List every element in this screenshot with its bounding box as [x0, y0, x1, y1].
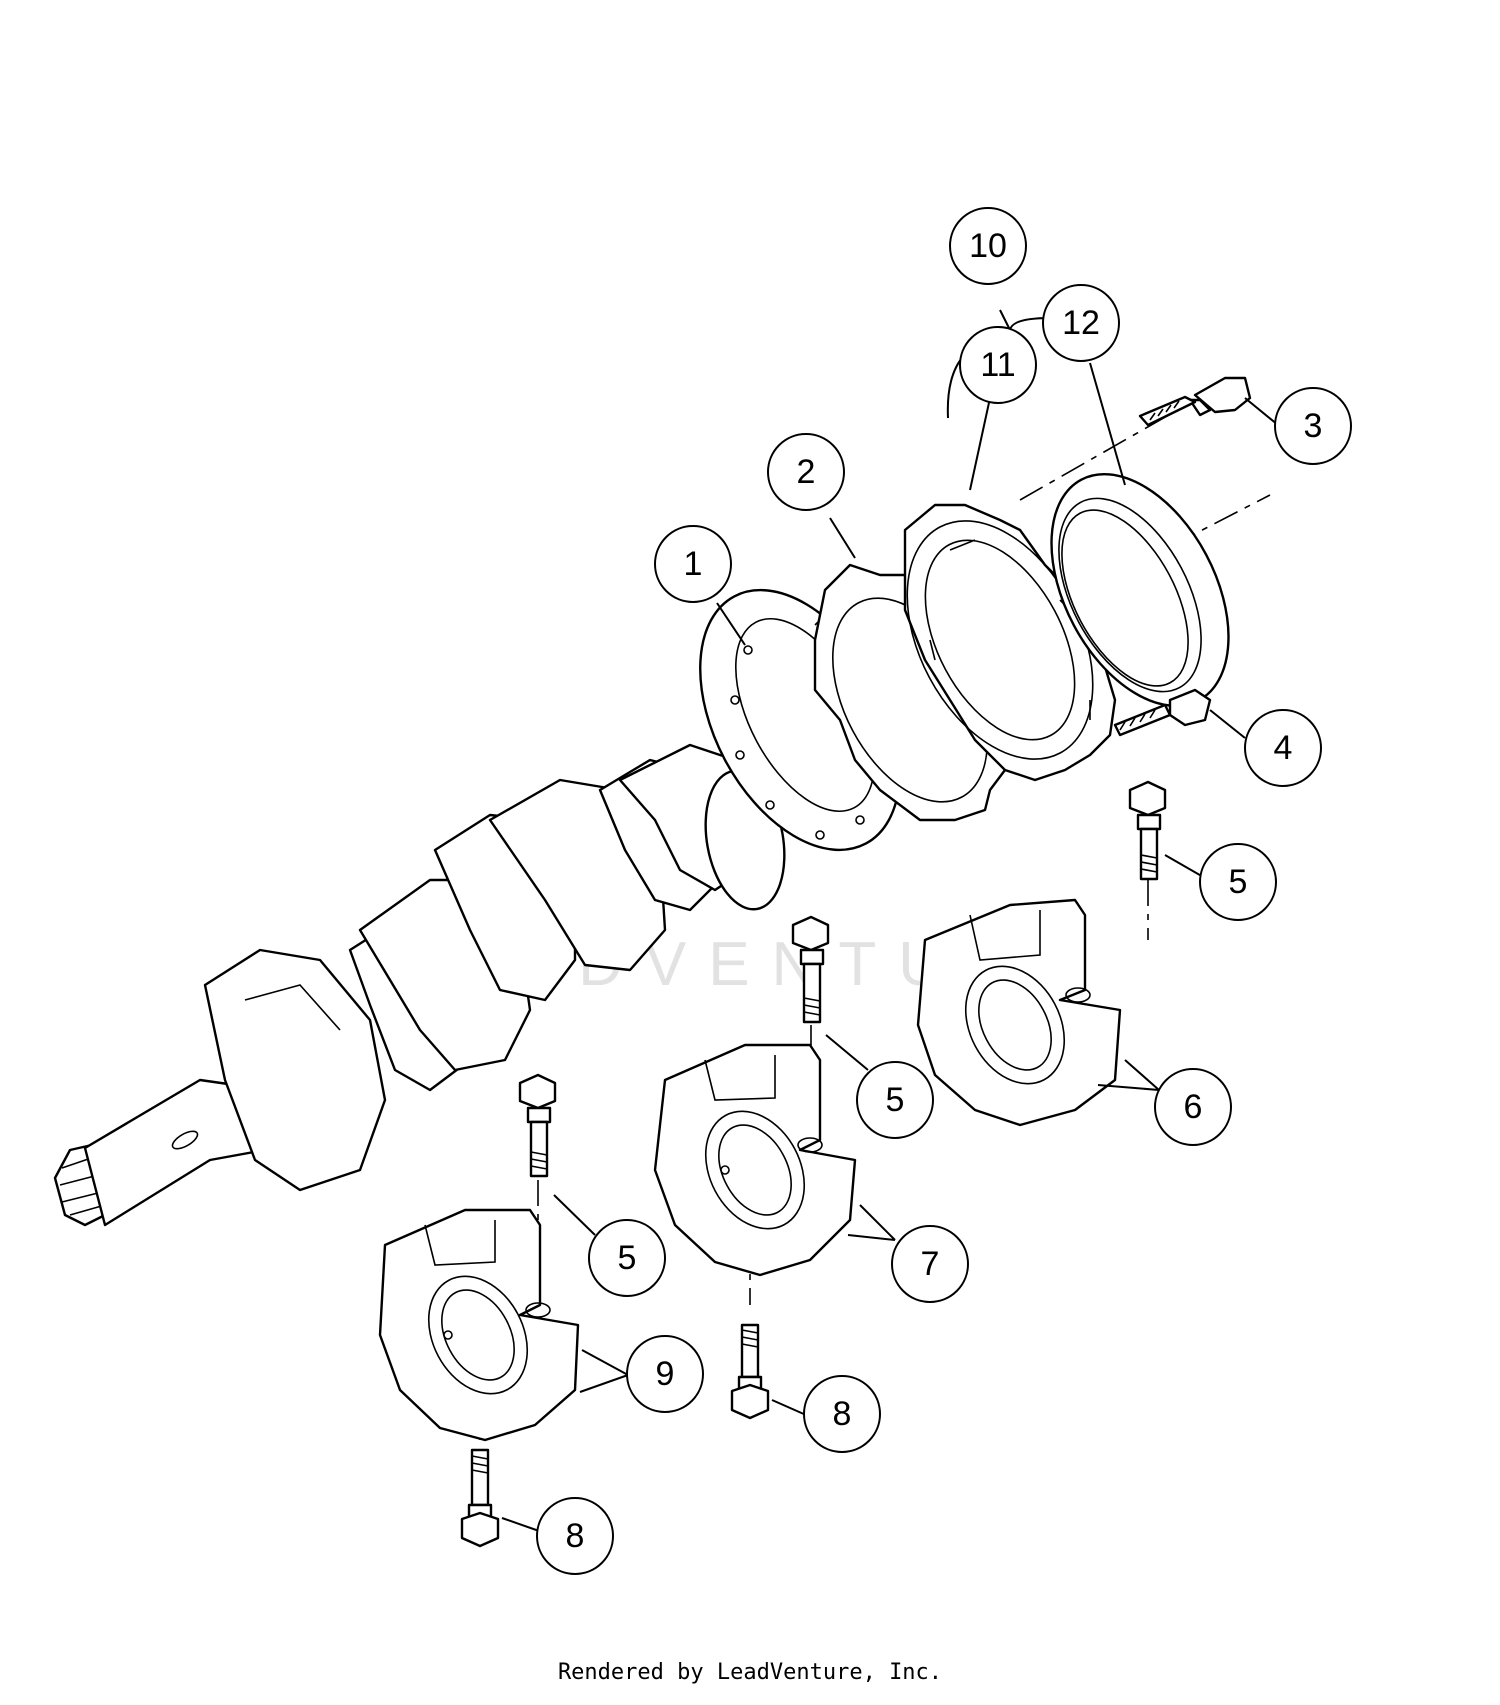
callout-5-middle-label: 5 [886, 1081, 905, 1119]
callout-8-left-label: 8 [566, 1517, 585, 1555]
callout-4: 4 [1244, 709, 1322, 787]
part-5-bolt-lower [518, 1073, 557, 1178]
callout-11: 11 [959, 326, 1037, 404]
callout-5-lower-label: 5 [618, 1239, 637, 1277]
callout-8-right: 8 [803, 1375, 881, 1453]
callout-1: 1 [654, 525, 732, 603]
callout-8-right-label: 8 [833, 1395, 852, 1433]
crankshaft [53, 743, 786, 1227]
callout-8-left: 8 [536, 1497, 614, 1575]
callout-7-label: 7 [921, 1245, 940, 1283]
callout-12-label: 12 [1062, 304, 1100, 342]
callout-9: 9 [626, 1335, 704, 1413]
callout-7: 7 [891, 1225, 969, 1303]
callout-11-label: 11 [980, 346, 1015, 384]
part-6-bearing-cap [916, 898, 1122, 1127]
callout-5-upper-label: 5 [1229, 863, 1248, 901]
callout-3-label: 3 [1304, 407, 1323, 445]
part-8-bolt-right [730, 1323, 770, 1420]
part-3-bolt [1138, 376, 1252, 427]
callout-10-label: 10 [969, 227, 1007, 265]
callout-10: 10 [949, 207, 1027, 285]
callout-2-label: 2 [797, 453, 816, 491]
callout-1-label: 1 [684, 545, 703, 583]
callout-6-label: 6 [1184, 1088, 1203, 1126]
callout-3: 3 [1274, 387, 1352, 465]
callout-5-lower: 5 [588, 1219, 666, 1297]
part-7-bearing-cap [653, 1043, 857, 1277]
callout-2: 2 [767, 433, 845, 511]
callout-4-label: 4 [1274, 729, 1293, 767]
callout-6: 6 [1154, 1068, 1232, 1146]
part-8-bolt-left [460, 1448, 500, 1548]
part-5-bolt-middle [791, 915, 830, 1024]
callout-9-label: 9 [656, 1355, 675, 1393]
callout-12: 12 [1042, 284, 1120, 362]
part-4-bolt [1113, 688, 1212, 737]
part-9-bearing-cap [378, 1208, 580, 1442]
part-5-bolt-upper [1128, 780, 1167, 881]
part-12-oil-seal [1050, 472, 1230, 708]
callout-5-upper: 5 [1199, 843, 1277, 921]
footer-credit: Rendered by LeadVenture, Inc. [557, 1660, 943, 1685]
callout-5-middle: 5 [856, 1061, 934, 1139]
